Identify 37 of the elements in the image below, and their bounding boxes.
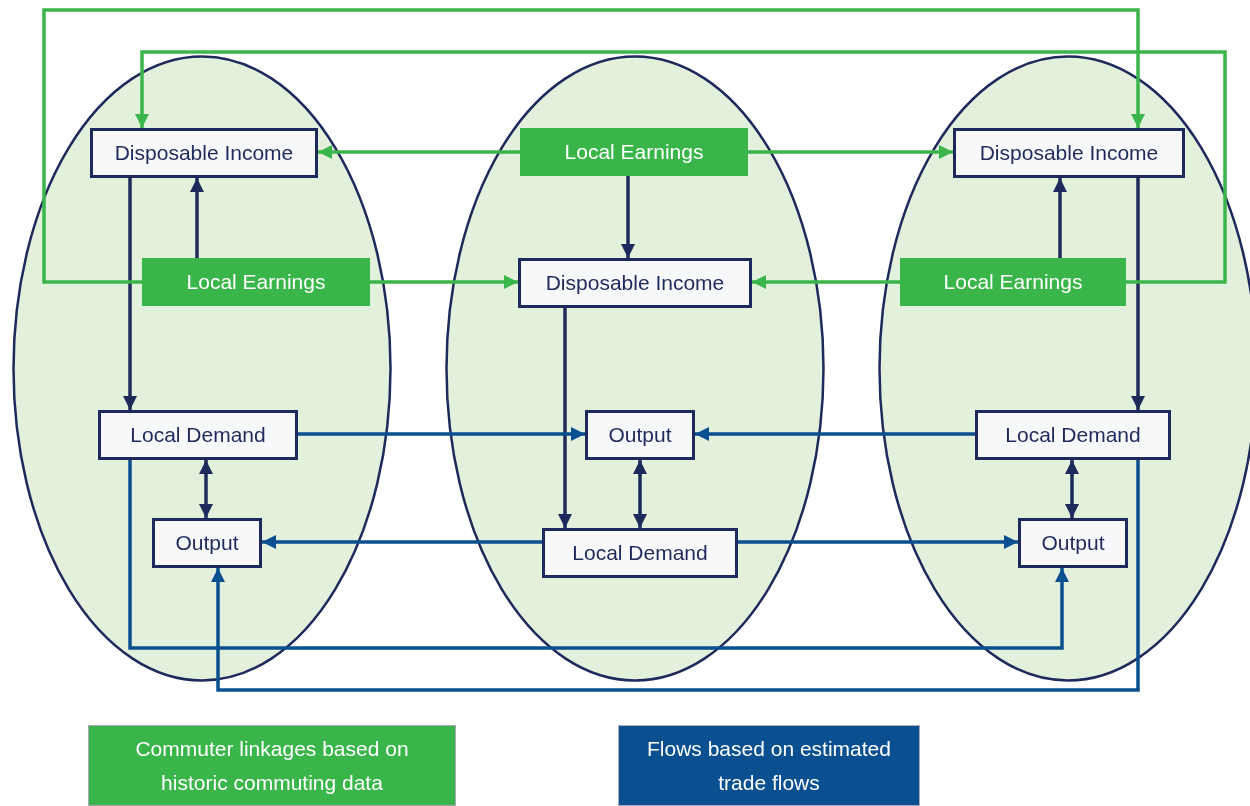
arrow	[199, 460, 213, 518]
process-box: Disposable Income	[953, 128, 1185, 178]
arrow	[738, 535, 1018, 549]
arrow	[318, 145, 520, 159]
arrow	[752, 275, 900, 289]
region-ellipse	[12, 55, 392, 682]
arrow	[42, 8, 1145, 284]
arrow	[1053, 178, 1067, 258]
process-box: Local Demand	[98, 410, 298, 460]
arrow	[558, 308, 572, 528]
process-box: Local Demand	[975, 410, 1171, 460]
arrow	[370, 275, 518, 289]
process-box: Output	[1018, 518, 1128, 568]
arrow	[695, 427, 975, 441]
process-box: Local Earnings	[142, 258, 370, 306]
arrow	[135, 50, 1227, 284]
process-box: Local Earnings	[900, 258, 1126, 306]
process-box: Output	[152, 518, 262, 568]
arrow	[190, 178, 204, 258]
legend-text: Commuter linkages based on historic commuting data	[134, 735, 410, 796]
process-box: Disposable Income	[90, 128, 318, 178]
arrow	[748, 145, 953, 159]
process-box: Local Demand	[542, 528, 738, 578]
arrow	[128, 460, 1069, 650]
process-box: Output	[585, 410, 695, 460]
arrow	[262, 535, 542, 549]
arrow	[621, 176, 635, 258]
arrow	[123, 178, 137, 410]
arrow	[633, 460, 647, 528]
arrow	[1131, 178, 1145, 410]
arrow	[1065, 460, 1079, 518]
arrow	[211, 460, 1140, 692]
arrow	[298, 427, 585, 441]
region-ellipse	[445, 55, 825, 682]
process-box: Disposable Income	[518, 258, 752, 308]
legend-text: Flows based on estimated trade flows	[646, 735, 892, 796]
process-box: Local Earnings	[520, 128, 748, 176]
